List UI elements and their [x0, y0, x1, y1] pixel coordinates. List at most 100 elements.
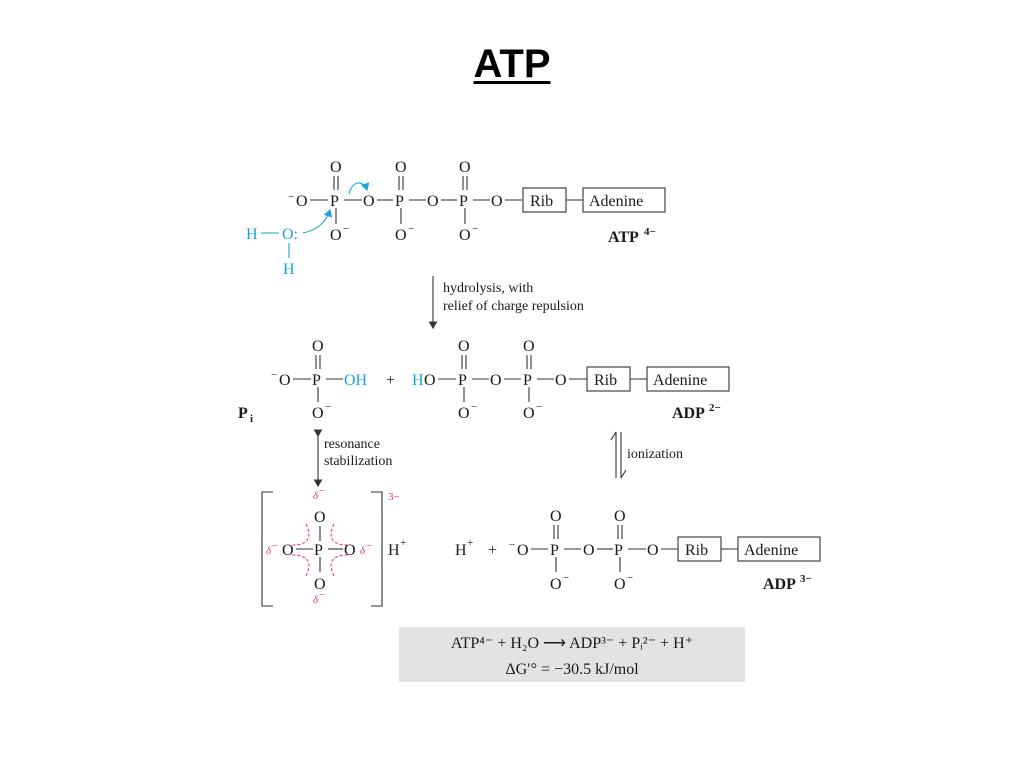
svg-text:O: O [583, 542, 595, 559]
pi-label: P [238, 405, 248, 422]
svg-text:−: − [343, 223, 349, 235]
svg-text:−: − [325, 401, 331, 413]
svg-text:−: − [271, 369, 277, 381]
delta-left: δ [266, 545, 272, 557]
svg-text:O: O [614, 508, 626, 525]
pi-subscript: i [250, 413, 253, 425]
svg-text:P: P [458, 372, 467, 389]
svg-text:−: − [471, 401, 477, 413]
svg-text:P: P [459, 193, 468, 210]
hydrolysis-label-line2: relief of charge repulsion [443, 299, 584, 314]
svg-text:P: P [314, 542, 323, 559]
svg-text:O: O [614, 576, 626, 593]
resonance-label-line2: stabilization [324, 454, 392, 469]
ionization-label: ionization [627, 447, 683, 462]
svg-text:−: − [319, 589, 325, 601]
plus-sign-1: + [386, 372, 395, 389]
svg-text:O: O [330, 227, 342, 244]
overall-equation: ATP⁴⁻ + H₂O ⟶ ADP³⁻ + Pᵢ²⁻ + H⁺ ΔG′° = −… [399, 627, 745, 682]
svg-text:−: − [536, 401, 542, 413]
adp2-adenine-label: Adenine [653, 372, 707, 389]
adp3-proton: H [455, 542, 467, 559]
adp2-charge: 2− [709, 402, 721, 414]
svg-text:−: − [408, 223, 414, 235]
adp3-rib-label: Rib [685, 542, 708, 559]
svg-text:P: P [330, 193, 339, 210]
atp-adenine-box [582, 187, 666, 213]
svg-text:−: − [563, 572, 569, 584]
adp2-label: ADP [672, 405, 705, 422]
svg-text:O: O [363, 193, 375, 210]
water-molecule: H O: H [246, 182, 370, 278]
svg-text:−: − [627, 572, 633, 584]
hydrolysis-label-line1: hydrolysis, with [443, 281, 533, 296]
hydrolysis-arrow: hydrolysis, with relief of charge repuls… [428, 276, 584, 330]
svg-text:O: O [523, 405, 535, 422]
adp3-molecule: H + + − O P O P O O O O− O− Rib Adenine … [455, 508, 821, 593]
svg-text:O: O [491, 193, 503, 210]
atp-molecule: − O P O P O P O O O O O− O− O− Rib Adeni… [288, 159, 666, 246]
svg-text:−: − [319, 485, 325, 497]
delta-right: δ [360, 545, 366, 557]
svg-text:P: P [614, 542, 623, 559]
svg-text:O: O [517, 542, 529, 559]
svg-text:−: − [288, 191, 294, 203]
svg-text:O: O [296, 193, 308, 210]
svg-text:O: O [555, 372, 567, 389]
adp3-charge: 3− [800, 573, 812, 585]
svg-text:−: − [272, 540, 278, 552]
svg-text:O: O [395, 227, 407, 244]
bracket-charge: 3− [388, 491, 400, 503]
svg-text:+: + [488, 542, 497, 559]
svg-text:+: + [400, 537, 406, 549]
water-h2: H [283, 261, 295, 278]
resonance-label-line1: resonance [324, 437, 380, 452]
resonance-arrow: resonance stabilization [313, 429, 392, 488]
svg-text:P: P [312, 372, 321, 389]
svg-text:O: O [523, 338, 535, 355]
svg-text:O: O [312, 405, 324, 422]
atp-rib-label: Rib [530, 193, 553, 210]
equation-line1: ATP⁴⁻ + H₂O ⟶ ADP³⁻ + Pᵢ²⁻ + H⁺ [451, 635, 693, 652]
svg-text:P: P [550, 542, 559, 559]
slide-title: ATP [473, 42, 551, 86]
svg-text:O: O [282, 542, 294, 559]
atp-rib-box [522, 187, 567, 213]
svg-text:O: O [279, 372, 291, 389]
svg-text:O: O [314, 576, 326, 593]
equation-box [399, 627, 745, 682]
atp-label: ATP [608, 229, 639, 246]
svg-text:O: O [458, 405, 470, 422]
svg-text:P: P [523, 372, 532, 389]
ionization-arrows: ionization [610, 431, 683, 479]
resonance-proton: H [388, 542, 400, 559]
delta-top: δ [313, 490, 319, 502]
svg-text:O: O [395, 159, 407, 176]
pi-molecule: − O P OH O O− P i [238, 338, 368, 425]
svg-text:+: + [467, 537, 473, 549]
adp3-label: ADP [763, 576, 796, 593]
svg-text:O: O [330, 159, 342, 176]
svg-text:O: O [550, 508, 562, 525]
adp2-rib-label: Rib [594, 372, 617, 389]
svg-text:O: O [647, 542, 659, 559]
svg-text:O: O [458, 338, 470, 355]
pi-oh: OH [344, 372, 368, 389]
water-o: O: [282, 226, 298, 243]
delta-bottom: δ [313, 594, 319, 606]
svg-text:−: − [472, 223, 478, 235]
svg-text:−: − [366, 540, 372, 552]
resonance-phosphate: 3− H + O O P O O δ − δ − δ − δ − [261, 485, 406, 607]
svg-text:−: − [509, 539, 515, 551]
svg-text:O: O [424, 372, 436, 389]
svg-text:O: O [427, 193, 439, 210]
water-h1: H [246, 226, 258, 243]
atp-charge: 4− [644, 226, 656, 238]
svg-text:P: P [395, 193, 404, 210]
adp2-molecule: H O P O P O O O O− O− Rib Adenine ADP 2− [412, 338, 730, 422]
adp3-adenine-label: Adenine [744, 542, 798, 559]
atp-adenine-label: Adenine [589, 193, 643, 210]
svg-text:O: O [490, 372, 502, 389]
svg-text:O: O [344, 542, 356, 559]
